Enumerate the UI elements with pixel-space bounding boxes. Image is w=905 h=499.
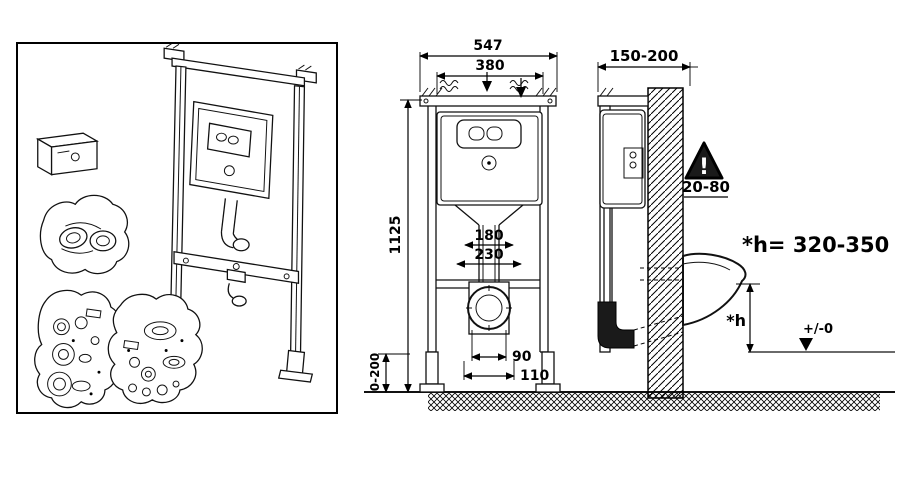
- warning-exclamation: !: [699, 155, 709, 180]
- frame-front-view: [419, 72, 561, 393]
- fixing-kit-part-b: [107, 293, 203, 404]
- dimension-wall-distance: 150-200: [597, 47, 698, 92]
- dimension-bowl-height: *h: [726, 283, 760, 353]
- dimension-outlet-large: 110: [463, 361, 549, 384]
- spigot-range-label: 20-80: [682, 178, 730, 196]
- dim-leg-adjust: 0-200: [368, 353, 382, 391]
- warning-icon: !: [684, 141, 724, 180]
- wall-section: [647, 87, 684, 399]
- dim-inner-width: 380: [475, 58, 504, 74]
- dim-wall-distance: 150-200: [610, 47, 679, 65]
- isometric-drawing: [34, 44, 317, 409]
- dim-depth-large: 230: [474, 247, 503, 263]
- elbow-fitting-part: [39, 194, 130, 275]
- fixing-kit-part-a: [34, 289, 123, 409]
- level-triangle-icon: [799, 338, 813, 351]
- dimension-depth-small: 180: [464, 228, 514, 249]
- height-dim-label: *h: [726, 311, 746, 330]
- installation-frame-isometric: [155, 44, 317, 383]
- dimension-inner-width: 380: [436, 58, 544, 94]
- frame-side-view: [597, 87, 747, 399]
- dimension-total-width: 547: [419, 38, 558, 92]
- zero-level-symbol: +/-0: [748, 322, 895, 353]
- installation-dimension-drawing: ! 20-80 547 380 150-200 1125: [364, 38, 895, 411]
- toilet-bowl: [682, 252, 747, 327]
- cistern-side: [599, 109, 646, 209]
- height-formula-label: *h= 320-350: [742, 233, 889, 257]
- flush-plate: [456, 119, 522, 149]
- dim-frame-height: 1125: [388, 216, 404, 255]
- dim-outlet-small: 90: [512, 349, 532, 365]
- dim-outlet-large: 110: [520, 368, 549, 384]
- isometric-panel: [16, 42, 338, 414]
- floor-ground: [364, 391, 895, 411]
- zero-level-label: +/-0: [803, 322, 833, 337]
- dimension-depth-large: 230: [456, 247, 522, 268]
- dimension-leg-adjust: 0-200: [368, 353, 410, 393]
- dim-depth-small: 180: [474, 228, 503, 244]
- dim-total-width: 547: [473, 38, 502, 54]
- dimension-outlet-small: 90: [471, 330, 532, 365]
- dimension-frame-height: 1125: [388, 99, 422, 393]
- drain-elbow: [597, 301, 635, 349]
- floor-hatch: [428, 393, 880, 411]
- drain-outlet: [467, 286, 511, 330]
- mounting-box-part: [35, 132, 99, 176]
